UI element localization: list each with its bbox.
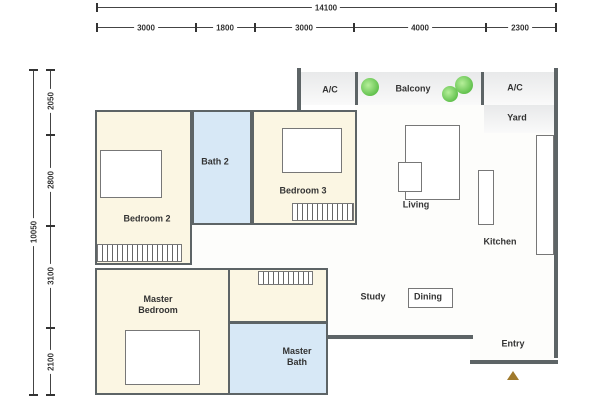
dimension-label: 14100: [311, 3, 341, 13]
corridor: [190, 225, 360, 270]
study-dining-area: [330, 265, 480, 340]
dimension-label: 10050: [29, 217, 39, 247]
bed-icon: [100, 150, 162, 198]
yard-area: [484, 105, 554, 133]
entry-marker-icon: [507, 371, 519, 380]
plant-icon: [361, 78, 379, 96]
entry-area: [470, 300, 554, 365]
room-label-master-bath: Master Bath: [282, 346, 312, 367]
room-label-living: Living: [402, 199, 430, 210]
room-label-bath-2: Bath 2: [201, 156, 229, 167]
dimension-label: 2300: [508, 23, 532, 33]
master-bath-area: [228, 322, 328, 395]
room-label-study: Study: [360, 291, 386, 302]
room-label-dining: Dining: [414, 291, 442, 302]
dimension-label: 2800: [46, 168, 56, 192]
kitchen-counter-icon: [536, 135, 554, 255]
room-label-yard: Yard: [507, 112, 527, 123]
plant-icon: [442, 86, 458, 102]
room-label-ac-left: A/C: [322, 84, 338, 95]
dimension-label: 1800: [213, 23, 237, 33]
room-label-ac-right: A/C: [507, 82, 523, 93]
room-label-bedroom-3: Bedroom 3: [279, 185, 327, 196]
dimension-label: 3000: [292, 23, 316, 33]
coffee-table-icon: [398, 162, 422, 192]
dimension-label: 3100: [46, 264, 56, 288]
dimension-label: 4000: [408, 23, 432, 33]
wardrobe-icon: [97, 244, 182, 262]
room-label-entry: Entry: [501, 338, 525, 349]
bath-2-area: [192, 110, 252, 225]
wardrobe-icon: [258, 271, 313, 285]
kitchen-island-icon: [478, 170, 494, 225]
wardrobe-icon: [292, 203, 354, 221]
room-label-bedroom-2: Bedroom 2: [123, 213, 171, 224]
dimension-label: 2050: [46, 89, 56, 113]
room-label-master-bedroom: Master Bedroom: [138, 294, 178, 315]
bed-icon: [282, 128, 342, 173]
dining-table-icon: [408, 288, 453, 308]
dimension-label: 3000: [134, 23, 158, 33]
room-label-balcony: Balcony: [395, 83, 431, 94]
plant-icon: [455, 76, 473, 94]
balcony-strip: [300, 72, 555, 105]
room-label-kitchen: Kitchen: [483, 236, 517, 247]
bed-icon: [125, 330, 200, 385]
dimension-label: 2100: [46, 350, 56, 374]
